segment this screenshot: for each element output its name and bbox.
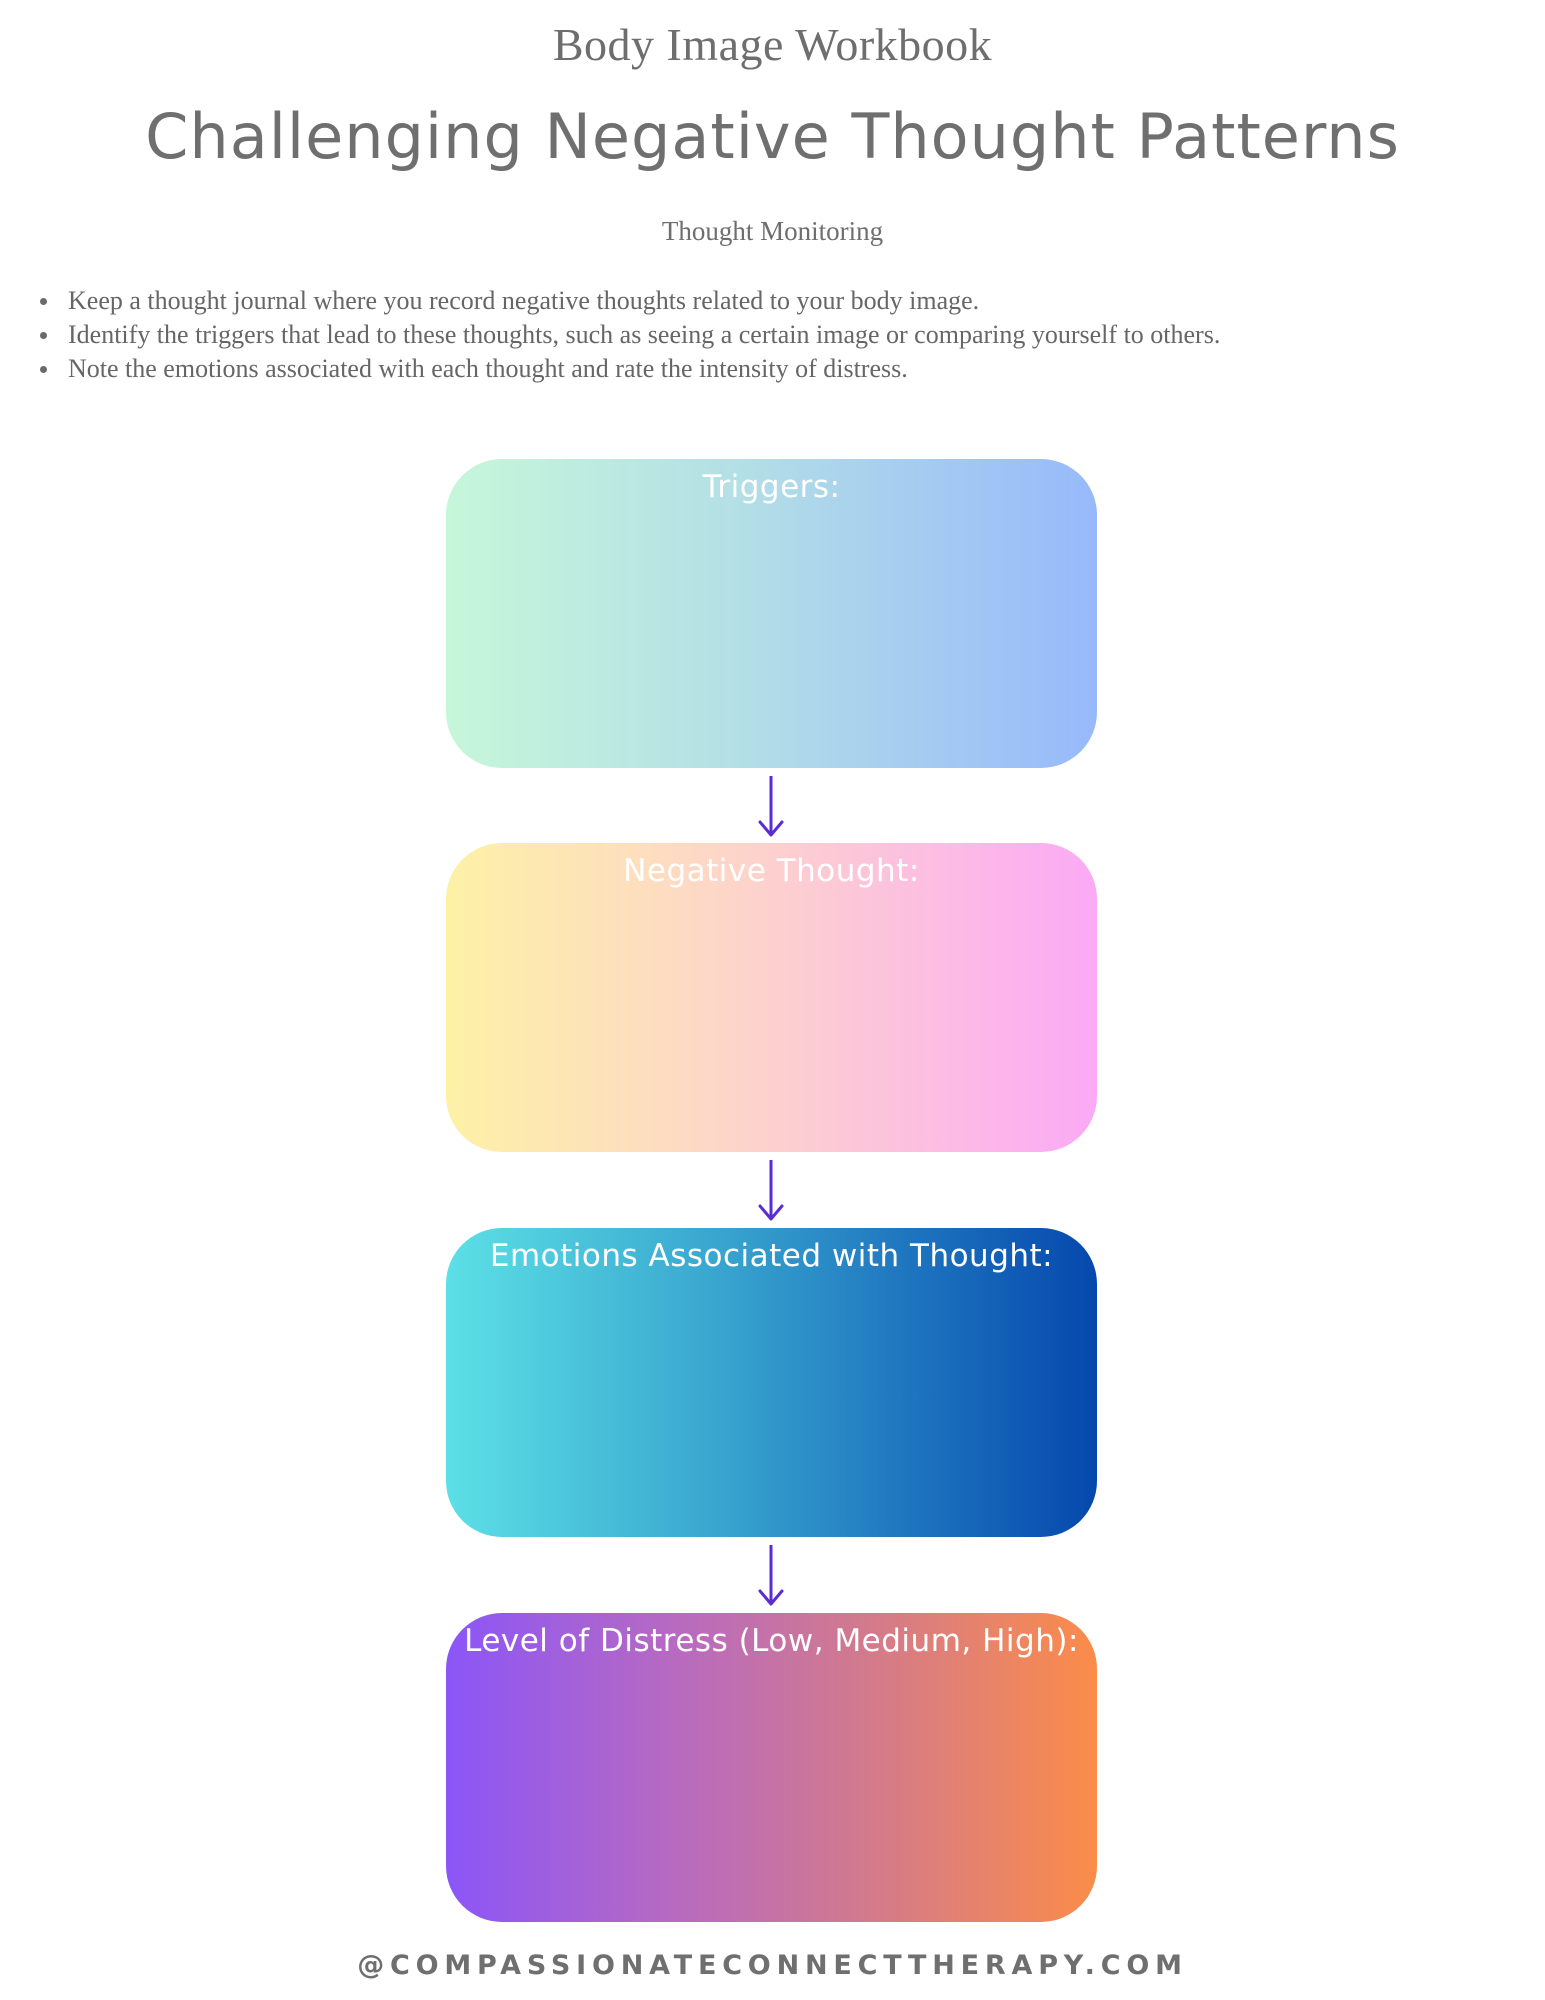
down-arrow-icon: [758, 1545, 784, 1606]
list-item: Note the emotions associated with each t…: [38, 352, 1518, 386]
footer-website: @COMPASSIONATECONNECTTHERAPY.COM: [357, 1950, 1188, 1981]
section-heading: Thought Monitoring: [661, 216, 884, 246]
triggers-label: Triggers:: [702, 469, 841, 505]
distress-level-label: Level of Distress (Low, Medium, High):: [464, 1623, 1079, 1659]
distress-level-box[interactable]: Level of Distress (Low, Medium, High):: [446, 1613, 1097, 1922]
list-item: Identify the triggers that lead to these…: [38, 318, 1518, 352]
negative-thought-box[interactable]: Negative Thought:: [446, 843, 1097, 1152]
down-arrow-icon: [758, 776, 784, 837]
page-title: Challenging Negative Thought Patterns: [145, 100, 1400, 173]
instruction-list: Keep a thought journal where you record …: [38, 284, 1518, 386]
triggers-box[interactable]: Triggers:: [446, 459, 1097, 768]
emotions-box[interactable]: Emotions Associated with Thought:: [446, 1228, 1097, 1537]
workbook-title: Body Image Workbook: [552, 19, 993, 70]
negative-thought-label: Negative Thought:: [623, 853, 920, 889]
emotions-label: Emotions Associated with Thought:: [489, 1238, 1054, 1274]
down-arrow-icon: [758, 1160, 784, 1221]
list-item: Keep a thought journal where you record …: [38, 284, 1518, 318]
